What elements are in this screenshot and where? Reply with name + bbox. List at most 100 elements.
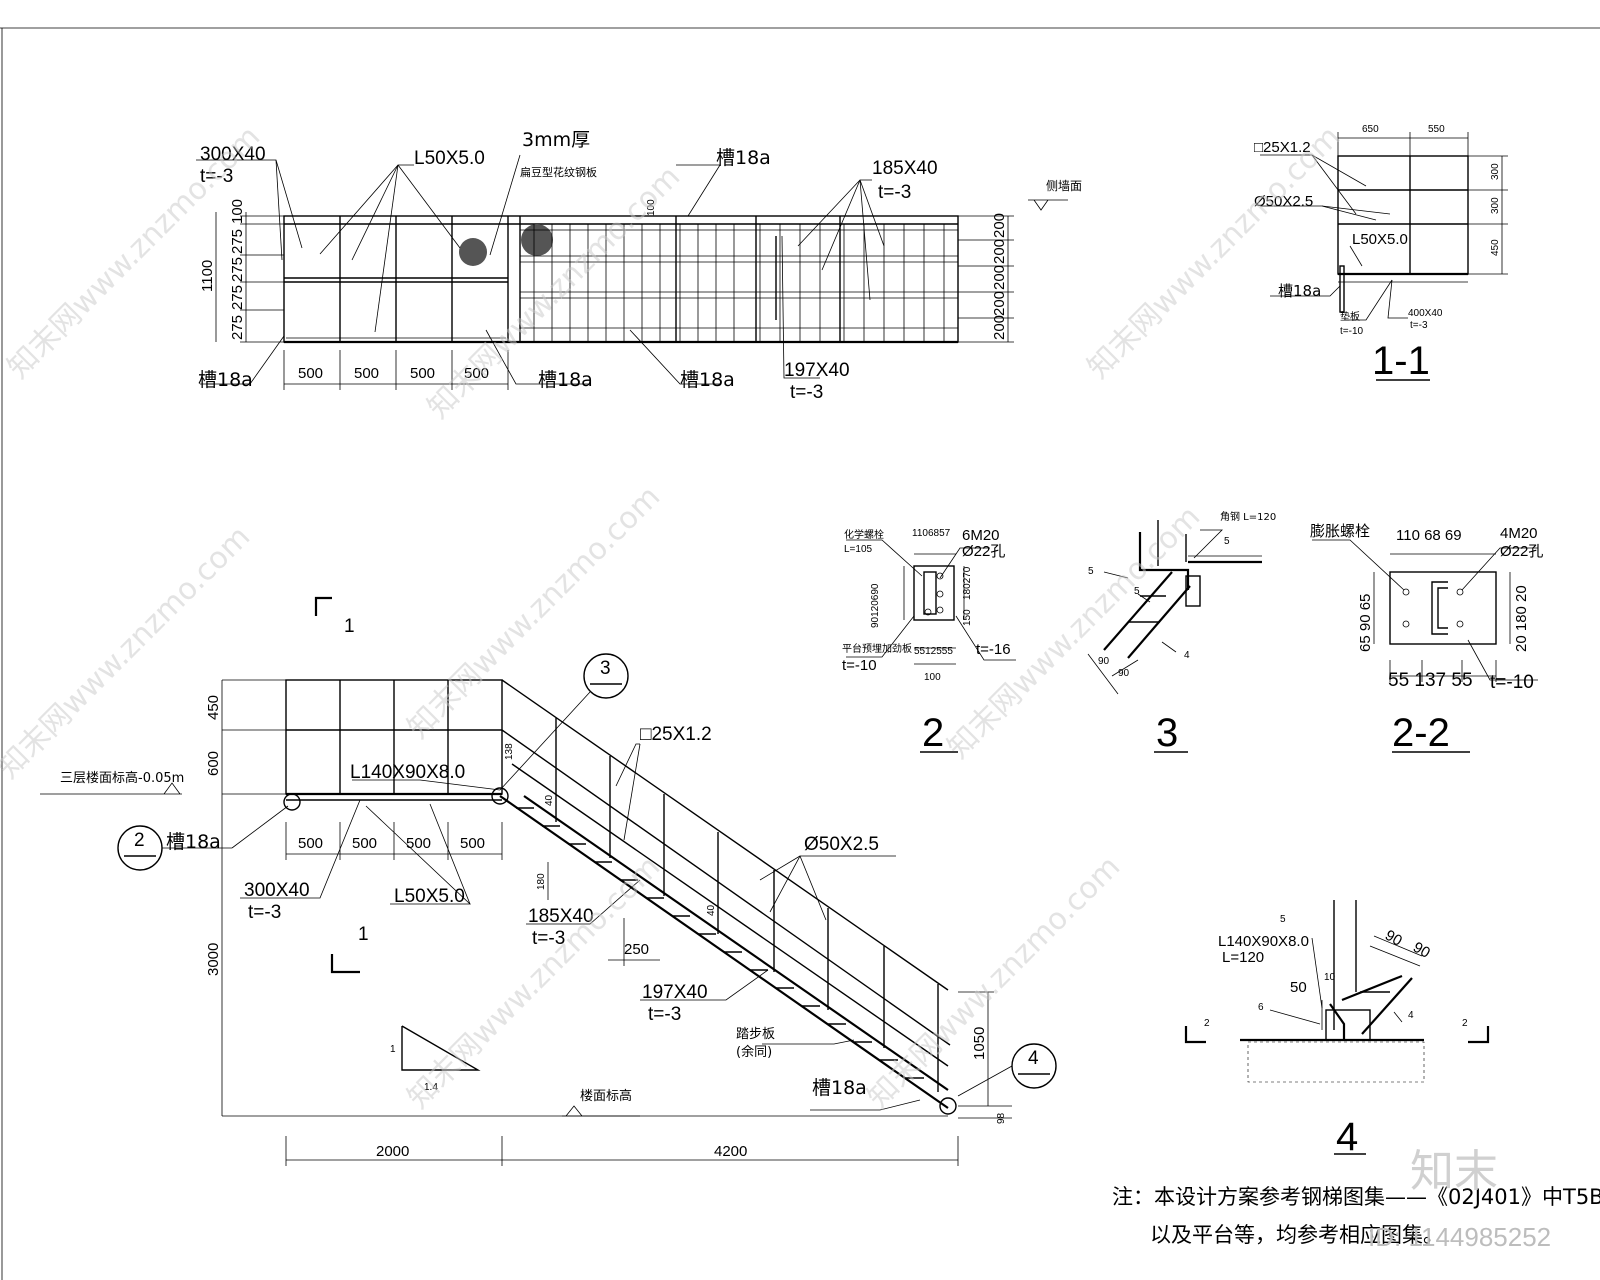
note-line-1: 注：本设计方案参考钢梯图集——《02J401》中T5B12。 (1112, 1185, 1600, 1209)
d4-title: 4 (1336, 1115, 1358, 1159)
d4-angle: L140X90X8.0 (1218, 933, 1309, 950)
d4-cut-r: 2 (1462, 1018, 1468, 1029)
stair-elevation (40, 596, 1057, 1166)
stair-channel: 槽18a (166, 831, 221, 853)
stair-d180: 180 (536, 873, 547, 890)
stair-sq-tube: □25X1.2 (640, 724, 712, 745)
detail-2-labels: 化学螺栓 L=105 1106857 6M20 Ø22孔 90120690 18… (842, 527, 1011, 755)
label-flat-185-t: t=-3 (878, 182, 911, 203)
stair-tread: 踏步板 (736, 1027, 775, 1042)
d2-title: 2 (922, 711, 944, 755)
stair-d138: 138 (504, 743, 515, 760)
detail-4 (1184, 900, 1490, 1155)
detail-3-labels: 角钢 L=120 5 5 5 4 90 90 3 (1088, 510, 1276, 755)
stair-slope-run: 1.4 (424, 1082, 438, 1093)
stair-angle: L50X5.0 (394, 886, 465, 907)
d3-title: 3 (1156, 711, 1178, 755)
d22-hole-d: Ø22孔 (1500, 543, 1543, 560)
s11-dim-right-1: 300 (1490, 163, 1501, 180)
stair-flat185-t: t=-3 (532, 928, 565, 949)
detail-4-labels: 5 L140X90X8.0 L=120 10 50 6 4 90 90 2 2 … (1204, 914, 1468, 1159)
stair-tread-note: (余同) (736, 1044, 772, 1060)
elevation-labels: 300X40 t=-3 L50X5.0 3mm厚 扁豆型花纹钢板 槽18a 18… (198, 129, 1082, 403)
d4-d90a: 90 (1382, 927, 1405, 950)
s11-label-pipe: Ø50X2.5 (1254, 193, 1313, 210)
stair-d1050: 1050 (971, 1027, 988, 1060)
s11-label-sq-tube: □25X1.2 (1254, 139, 1311, 156)
stair-dim-450: 450 (205, 695, 222, 720)
d2-plate-t: t=-10 (842, 657, 877, 674)
stair-dim-land-4: 500 (460, 835, 485, 852)
s11-label-flat: 400X40 (1408, 308, 1443, 319)
dim-bottom-2: 500 (354, 365, 379, 382)
d3-d2: 90 (1118, 668, 1130, 679)
label-flat-185: 185X40 (872, 158, 938, 179)
callout-3: 3 (600, 658, 611, 679)
s11-label-channel: 槽18a (1278, 282, 1321, 300)
stair-pipe: Ø50X2.5 (804, 834, 879, 855)
d22-bolt: 膨胀螺栓 (1310, 522, 1370, 540)
s11-title: 1-1 (1372, 339, 1430, 383)
watermark-text-3: 知末网www.znzmo.com (1081, 119, 1347, 385)
stair-flat185: 185X40 (528, 906, 594, 927)
dim-left-2: 275 (229, 229, 246, 254)
dim-mid-100: 100 (646, 199, 657, 216)
dim-left-4: 275 (229, 285, 246, 310)
d22-title: 2-2 (1392, 711, 1450, 755)
dim-total-1100: 1100 (199, 260, 216, 292)
dim-bottom-3: 500 (410, 365, 435, 382)
d2-left-dims: 90120690 (870, 583, 881, 628)
d4-angle-l: L=120 (1222, 949, 1264, 966)
d4-w5: 5 (1280, 914, 1286, 925)
label-channel-top: 槽18a (716, 147, 771, 169)
dim-bottom-1: 500 (298, 365, 323, 382)
dim-left-1: 100 (229, 199, 246, 224)
watermark-text-1: 知末网www.znzmo.com (1, 119, 267, 385)
label-plate-thk: 3mm厚 (522, 129, 590, 151)
s11-dim-right-3: 450 (1490, 239, 1501, 256)
d3-w1: 5 (1224, 536, 1230, 547)
label-wall-face: 侧墙面 (1046, 179, 1082, 193)
stair-channel2: 槽18a (812, 1077, 867, 1099)
callout-4: 4 (1028, 1048, 1039, 1069)
s11-label-flat-t: t=-3 (1410, 320, 1428, 331)
note: 注：本设计方案参考钢梯图集——《02J401》中T5B12。 以及平台等，均参考… (1112, 1185, 1600, 1247)
label-flat-300: 300X40 (200, 144, 266, 165)
stair-dim-2000: 2000 (376, 1143, 409, 1160)
callout-2: 2 (134, 830, 145, 851)
label-channel-mid: 槽18a (538, 369, 593, 391)
d2-stiff-t: t=-16 (976, 641, 1011, 658)
dim-right-1: 200 (991, 213, 1008, 238)
stair-slope-rise: 1 (390, 1044, 396, 1055)
stair-dim-4200: 4200 (714, 1143, 747, 1160)
dim-right-2: 200 (991, 239, 1008, 264)
stair-d98: 98 (996, 1112, 1007, 1124)
d4-w4: 4 (1408, 1010, 1414, 1021)
stair-section-mark-2: 1 (358, 924, 369, 945)
d4-w6: 6 (1258, 1002, 1264, 1013)
stair-section-mark: 1 (344, 616, 355, 637)
d3-d1: 90 (1098, 656, 1110, 667)
s11-dim-top-2: 550 (1428, 124, 1445, 135)
watermark-logo: 知末 (1410, 1146, 1498, 1197)
d22-t: t=-10 (1490, 672, 1534, 693)
d22-right: 20 180 20 (1513, 585, 1530, 652)
d2-plate: 平台预埋加劲板 (842, 642, 912, 655)
d4-cut-l: 2 (1204, 1018, 1210, 1029)
s11-label-pad-t: t=-10 (1340, 326, 1364, 337)
label-angle: L50X5.0 (414, 148, 485, 169)
d2-bot100: 100 (924, 672, 941, 683)
d22-left: 65 90 65 (1357, 594, 1374, 652)
d2-right-dims: 180270 (962, 566, 973, 600)
plate-hatch-1 (459, 224, 553, 266)
note-line-2: 以及平台等，均参考相应图集。 (1150, 1223, 1444, 1247)
stair-angle-big: L140X90X8.0 (350, 762, 465, 783)
stair-d250: 250 (624, 941, 649, 958)
d22-top: 110 68 69 (1396, 527, 1462, 544)
dim-left-3: 275 (229, 257, 246, 282)
d2-bot-dims: 5512555 (914, 646, 953, 657)
d2-bolt-l: L=105 (844, 544, 873, 555)
stair-dim-land-1: 500 (298, 835, 323, 852)
label-channel-bot: 槽18a (680, 369, 735, 391)
